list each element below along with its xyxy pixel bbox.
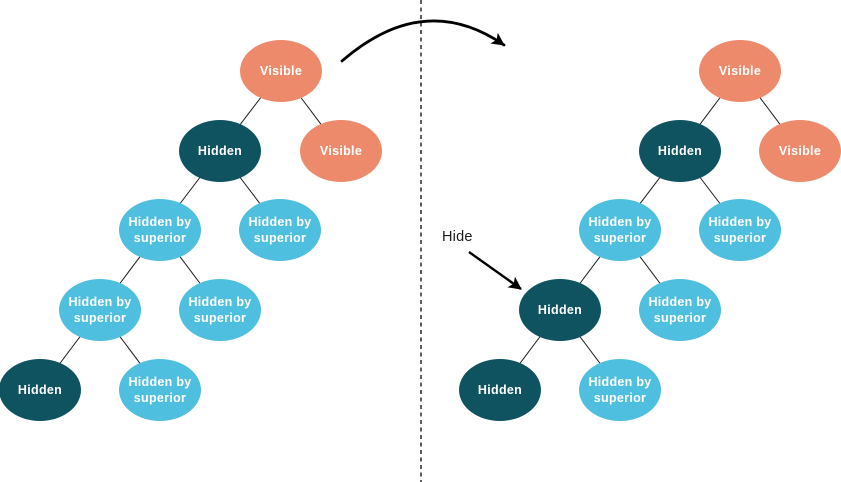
tree-node-before-hidden_by_superior: Hidden by superior: [59, 279, 141, 341]
tree-node-after-hidden: Hidden: [639, 120, 721, 182]
tree-node-before-hidden_by_superior: Hidden by superior: [239, 199, 321, 261]
tree-node-before-hidden_by_superior: Hidden by superior: [119, 199, 201, 261]
tree-node-after-hidden_by_superior: Hidden by superior: [579, 359, 661, 421]
tree-node-after-visible: Visible: [759, 120, 841, 182]
tree-node-before-hidden_by_superior: Hidden by superior: [179, 279, 261, 341]
tree-node-before-hidden_by_superior: Hidden by superior: [119, 359, 201, 421]
tree-node-before-hidden: Hidden: [179, 120, 261, 182]
tree-node-before-visible: Visible: [240, 40, 322, 102]
tree-node-after-hidden_by_superior: Hidden by superior: [639, 279, 721, 341]
tree-node-after-hidden: Hidden: [459, 359, 541, 421]
tree-node-after-hidden_by_superior: Hidden by superior: [579, 199, 661, 261]
tree-node-before-visible: Visible: [300, 120, 382, 182]
tree-node-after-hidden_by_superior: Hidden by superior: [699, 199, 781, 261]
hide-label: Hide: [442, 229, 473, 245]
tree-node-after-visible: Visible: [699, 40, 781, 102]
tree-node-before-hidden: Hidden: [0, 359, 81, 421]
tree-node-after-hidden: Hidden: [519, 279, 601, 341]
